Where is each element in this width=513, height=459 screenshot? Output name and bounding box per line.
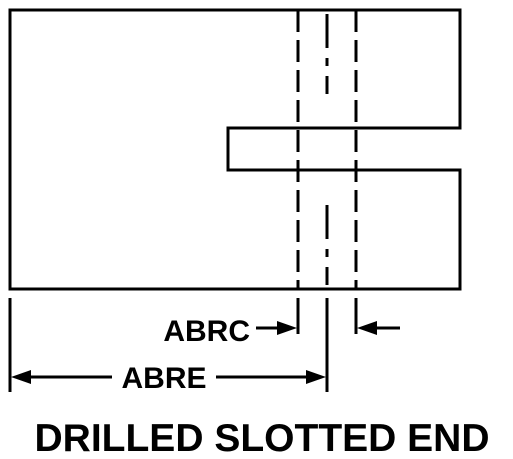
abrc-label: ABRC: [163, 315, 250, 348]
part-outline: [8, 8, 462, 291]
abre-arrowhead-left: [11, 370, 31, 384]
abrc-arrowhead-left: [277, 321, 297, 335]
abrc-arrowhead-right: [357, 321, 377, 335]
abre-arrowhead-right: [306, 370, 326, 384]
diagram-caption: DRILLED SLOTTED END: [35, 417, 490, 459]
abre-label: ABRE: [121, 362, 206, 395]
